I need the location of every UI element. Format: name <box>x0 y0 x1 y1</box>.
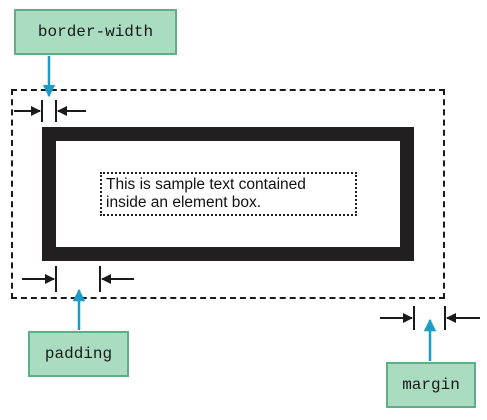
content-text-line-2: inside an element box. <box>106 194 262 211</box>
content-text-line-1: This is sample text contained <box>106 176 306 193</box>
border-band <box>42 127 414 261</box>
border-width-measure <box>14 100 86 122</box>
padding-label: padding <box>28 331 129 377</box>
content-area: This is sample text contained inside an … <box>100 172 357 216</box>
margin-label: margin <box>386 362 476 408</box>
border-width-label: border-width <box>14 9 177 55</box>
margin-measure <box>380 306 480 330</box>
margin-edge-outline <box>11 89 445 299</box>
padding-measure <box>22 266 134 292</box>
